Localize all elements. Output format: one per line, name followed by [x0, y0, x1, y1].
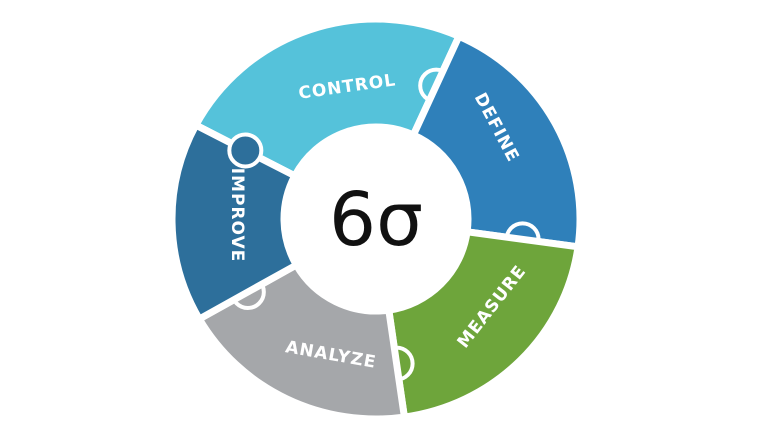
- center-circle: [284, 127, 468, 311]
- six-sigma-center-label: 6σ: [329, 177, 423, 263]
- puzzle-tab-improve: [227, 132, 264, 169]
- segment-label-improve: IMPROVE: [227, 168, 247, 263]
